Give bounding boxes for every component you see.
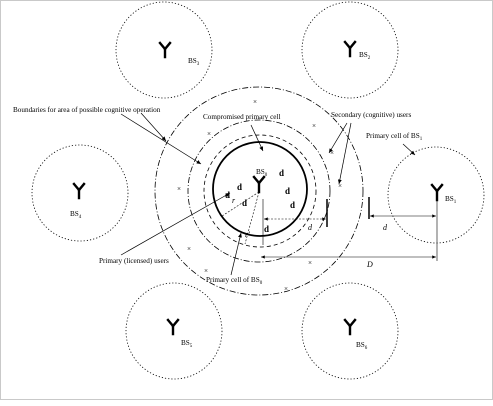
secondary-user: × [207, 130, 211, 138]
label-bs0: BS0 [256, 168, 268, 178]
leader-line [328, 122, 348, 154]
label-bs3: BS3 [188, 57, 200, 67]
secondary-user: × [187, 245, 191, 253]
secondary-users: × × × × × × × × × × [177, 98, 342, 293]
leader-line [120, 192, 231, 256]
leader-line [250, 124, 264, 152]
primary-user: d [237, 182, 242, 192]
secondary-user: × [253, 98, 257, 106]
dashed-cell-radius [203, 134, 317, 248]
leader-line [337, 122, 352, 185]
annotation-primary-cell-bs0: Primary cell of BS0 [206, 276, 263, 286]
cell-bs3 [115, 1, 213, 99]
dist-d-outer-label: d [383, 223, 388, 232]
antenna-icon-bs3 [158, 41, 172, 59]
label-bs6: BS6 [356, 341, 368, 351]
dist-d-inner-label: d [308, 223, 313, 232]
secondary-user: × [312, 122, 316, 130]
radius-r-line [221, 191, 260, 217]
annotation-boundaries: Boundaries for area of possible cognitiv… [13, 106, 161, 114]
cell-bs4 [31, 144, 129, 242]
radius-r-prime-line [244, 191, 260, 245]
antenna-icon-bs1 [430, 183, 444, 202]
secondary-user: × [284, 285, 288, 293]
primary-user: d [279, 168, 284, 178]
inner-boundary [187, 119, 331, 263]
primary-users: d d d d d d d [225, 168, 295, 234]
secondary-user: × [204, 267, 208, 275]
outer-boundary [154, 86, 364, 296]
antenna-icon-bs2 [343, 40, 357, 58]
leader-line [120, 113, 202, 165]
annotation-secondary-users: Secondary (cognitive) users [331, 111, 411, 119]
primary-user: d [290, 200, 295, 210]
annotation-compromised-cell: Compromised primary cell [203, 113, 280, 121]
annotation-primary-cell-bs1: Primary cell of BS1 [366, 132, 423, 142]
primary-user: d [225, 190, 230, 200]
primary-user: d [242, 198, 247, 208]
leader-line [402, 143, 416, 156]
label-bs5: BS5 [181, 339, 193, 349]
antenna-icon-bs4 [72, 182, 86, 200]
annotation-primary-users: Primary (licensed) users [99, 257, 169, 265]
leader-line [230, 232, 242, 276]
leader-line [140, 112, 167, 142]
secondary-user: × [177, 185, 181, 193]
label-bs2: BS2 [359, 51, 371, 61]
primary-cell-bs0 [212, 141, 308, 237]
primary-user: d [264, 224, 269, 234]
primary-user: d [285, 186, 290, 196]
cell-bs2 [301, 1, 399, 99]
antenna-icon-bs0 [252, 175, 266, 194]
cell-bs6 [301, 282, 399, 380]
cell-bs5 [125, 282, 223, 380]
secondary-user: × [338, 182, 342, 190]
antenna-icon-bs5 [166, 318, 180, 336]
dist-D-label: D [366, 260, 373, 269]
radius-r-label: r [232, 196, 236, 205]
label-bs4: BS4 [70, 210, 82, 220]
secondary-user: × [330, 149, 334, 157]
antenna-icon-bs6 [343, 318, 357, 336]
radius-r-prime-label: r' [245, 230, 250, 239]
secondary-user: × [308, 259, 312, 267]
label-bs1: BS1 [445, 195, 457, 205]
cell-bs1 [387, 146, 485, 244]
